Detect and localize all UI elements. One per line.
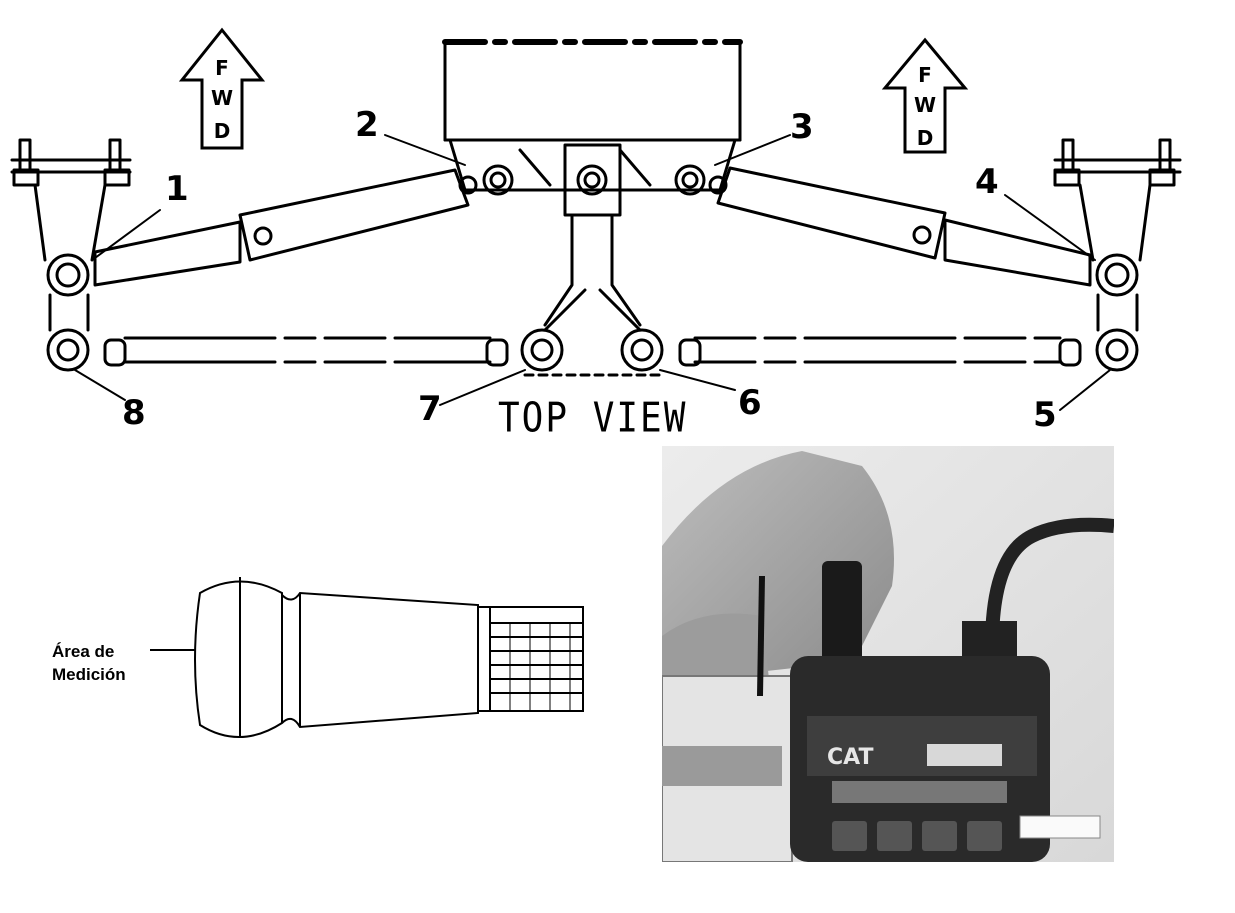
left-upper-link xyxy=(93,164,514,287)
fwd-arrow-right xyxy=(881,37,969,154)
fwd-arrow-left xyxy=(178,27,266,150)
right-upper-link xyxy=(674,164,1092,287)
callout-3: 3 xyxy=(790,107,814,147)
callout-leaders xyxy=(74,134,1111,411)
gauge-photo: CAT xyxy=(662,446,1114,862)
top-view-linkage-diagram: F W D F W D xyxy=(10,27,1182,411)
right-mount-bracket xyxy=(1053,138,1182,372)
callout-2: 2 xyxy=(355,105,379,145)
callout-5: 5 xyxy=(1033,395,1057,435)
callout-6: 6 xyxy=(738,383,762,423)
fwd-right-letter-f: F xyxy=(918,63,932,87)
measurement-area-label: Área de Medición xyxy=(52,640,126,686)
callout-8: 8 xyxy=(122,393,146,433)
fwd-left-letter-d: D xyxy=(214,119,231,143)
fwd-left-letter-f: F xyxy=(215,56,229,80)
gauge-brand-text: CAT xyxy=(827,745,873,770)
callout-1: 1 xyxy=(165,169,189,209)
measurement-area-label-line2: Medición xyxy=(52,665,126,684)
fwd-right-letter-d: D xyxy=(917,126,934,150)
top-view-title: TOP VIEW xyxy=(498,394,688,443)
center-yoke xyxy=(543,143,642,332)
cable-shape xyxy=(985,517,1114,647)
callout-7: 7 xyxy=(418,389,442,429)
callout-4: 4 xyxy=(975,162,999,202)
lower-tie-rods xyxy=(103,328,1082,377)
fwd-left-letter-w: W xyxy=(211,86,233,110)
center-frame xyxy=(442,39,743,192)
fwd-right-letter-w: W xyxy=(914,93,936,117)
left-mount-bracket xyxy=(10,138,132,372)
pin-detail-drawing xyxy=(150,577,584,738)
measurement-area-label-line1: Área de xyxy=(52,642,115,661)
